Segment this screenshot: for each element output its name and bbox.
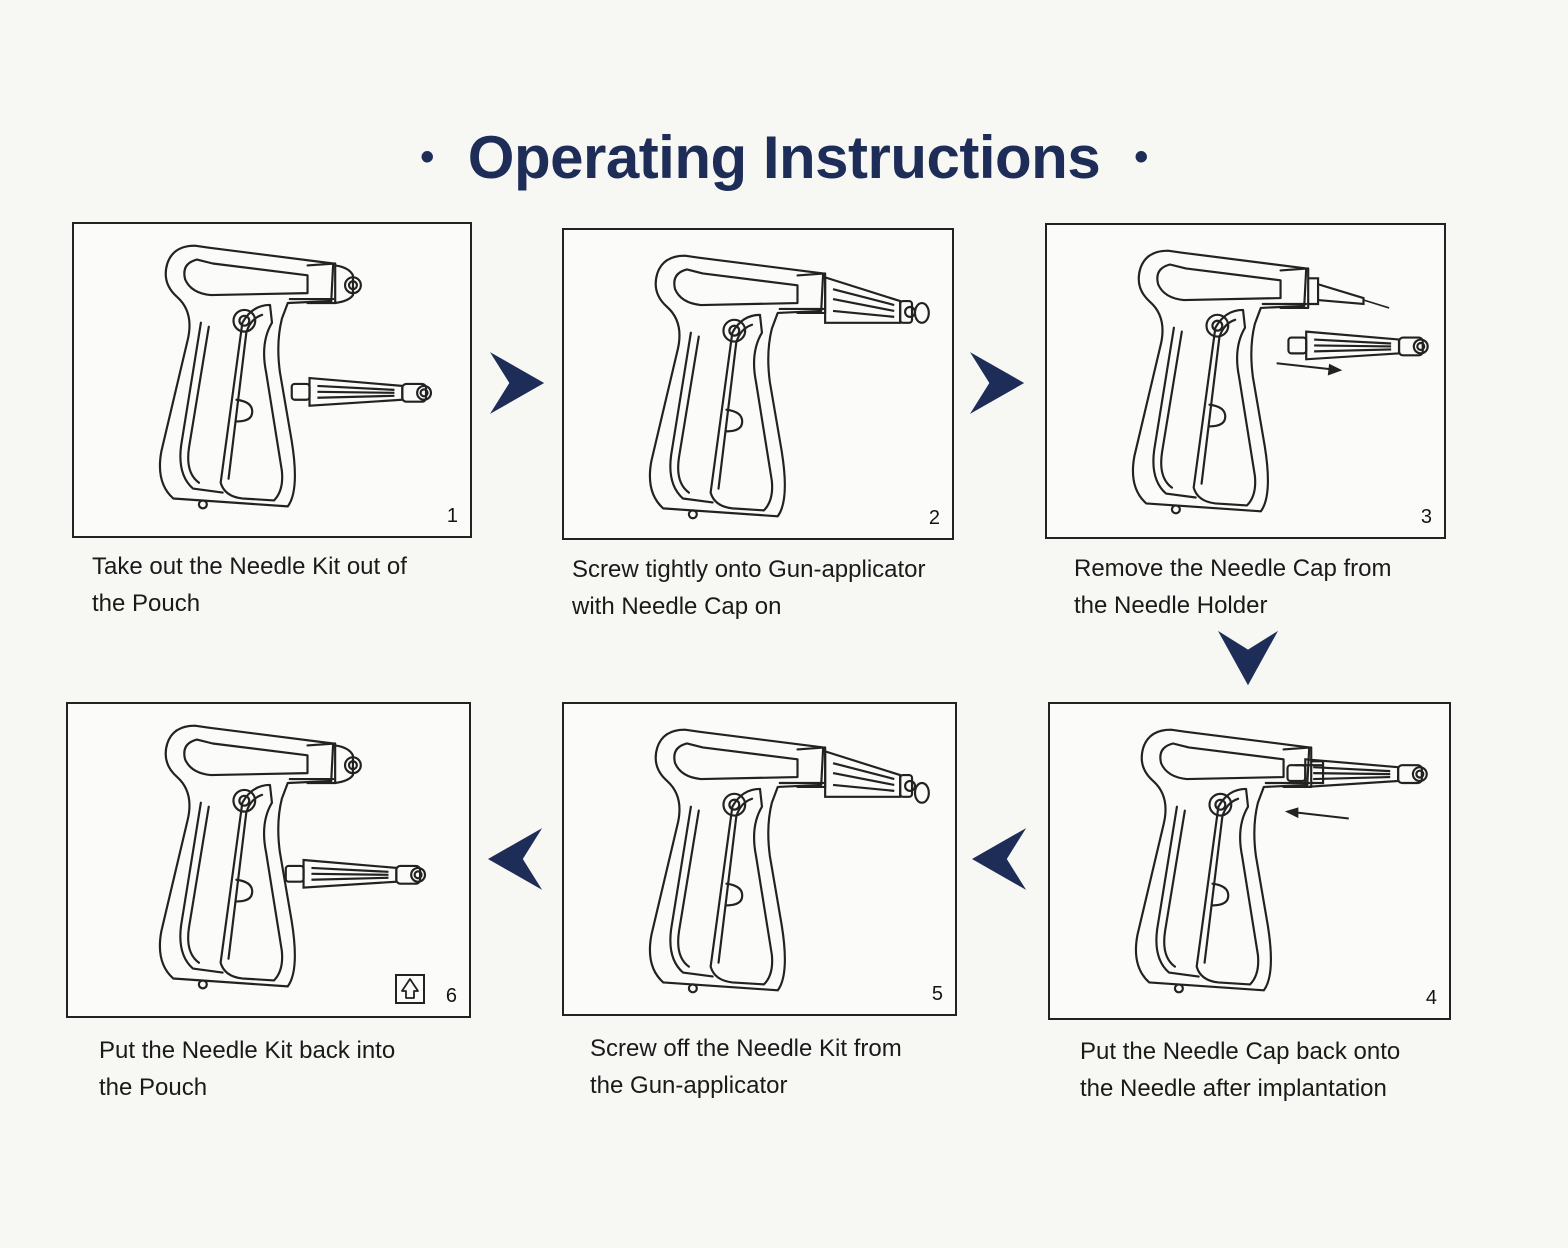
title-bullet-left: • bbox=[420, 134, 434, 179]
caption-line: Put the Needle Kit back into bbox=[99, 1037, 396, 1064]
step-caption-6: Put the Needle Kit back into the Pouch bbox=[99, 1032, 519, 1106]
gun-illustration bbox=[158, 724, 427, 990]
chevron-arrow-icon bbox=[488, 828, 543, 890]
step-number: 2 bbox=[928, 507, 940, 529]
gun-illustration bbox=[158, 244, 433, 510]
step-panel-2: 2 bbox=[562, 228, 954, 540]
gun-illustration bbox=[648, 254, 930, 520]
caption-line: the Needle Holder bbox=[1074, 592, 1268, 619]
step-caption-1: Take out the Needle Kit out of the Pouch bbox=[92, 548, 512, 622]
step-number: 6 bbox=[445, 985, 457, 1007]
title-bullet-right: • bbox=[1134, 134, 1148, 179]
caption-line: Remove the Needle Cap from bbox=[1074, 555, 1392, 582]
page-title: • Operating Instructions • bbox=[0, 112, 1568, 202]
step-panel-4: 4 bbox=[1048, 702, 1451, 1020]
caption-line: Screw off the Needle Kit from bbox=[590, 1035, 902, 1062]
step-panel-1: 1 bbox=[72, 222, 472, 538]
step-caption-5: Screw off the Needle Kit from the Gun-ap… bbox=[590, 1030, 1010, 1104]
caption-line: the Needle after implantation bbox=[1080, 1075, 1387, 1102]
gun-illustration bbox=[1131, 249, 1429, 515]
caption-line: the Pouch bbox=[92, 590, 201, 617]
caption-line: Take out the Needle Kit out of bbox=[92, 553, 407, 580]
recycle-icon bbox=[395, 974, 425, 1004]
step-caption-3: Remove the Needle Cap from the Needle Ho… bbox=[1074, 550, 1494, 624]
caption-line: Screw tightly onto Gun-applicator bbox=[572, 556, 926, 583]
gun-illustration bbox=[648, 728, 930, 994]
step-number: 4 bbox=[1425, 987, 1437, 1009]
step-panel-3: 3 bbox=[1045, 223, 1446, 539]
step-caption-2: Screw tightly onto Gun-applicator with N… bbox=[572, 551, 992, 625]
chevron-arrow-icon bbox=[970, 352, 1025, 414]
caption-line: with Needle Cap on bbox=[572, 593, 782, 620]
step-panel-5: 5 bbox=[562, 702, 957, 1016]
step-number: 1 bbox=[446, 505, 458, 527]
caption-line: Put the Needle Cap back onto bbox=[1080, 1038, 1401, 1065]
step-panel-6: 6 bbox=[66, 702, 471, 1018]
gun-illustration bbox=[1134, 728, 1428, 994]
step-number: 5 bbox=[931, 983, 943, 1005]
chevron-arrow-icon bbox=[1218, 630, 1278, 686]
caption-line: the Pouch bbox=[99, 1074, 208, 1101]
title-text: Operating Instructions bbox=[467, 123, 1101, 191]
chevron-arrow-icon bbox=[490, 352, 545, 414]
step-caption-4: Put the Needle Cap back onto the Needle … bbox=[1080, 1033, 1500, 1107]
caption-line: the Gun-applicator bbox=[590, 1072, 788, 1099]
chevron-arrow-icon bbox=[972, 828, 1027, 890]
step-number: 3 bbox=[1420, 506, 1432, 528]
